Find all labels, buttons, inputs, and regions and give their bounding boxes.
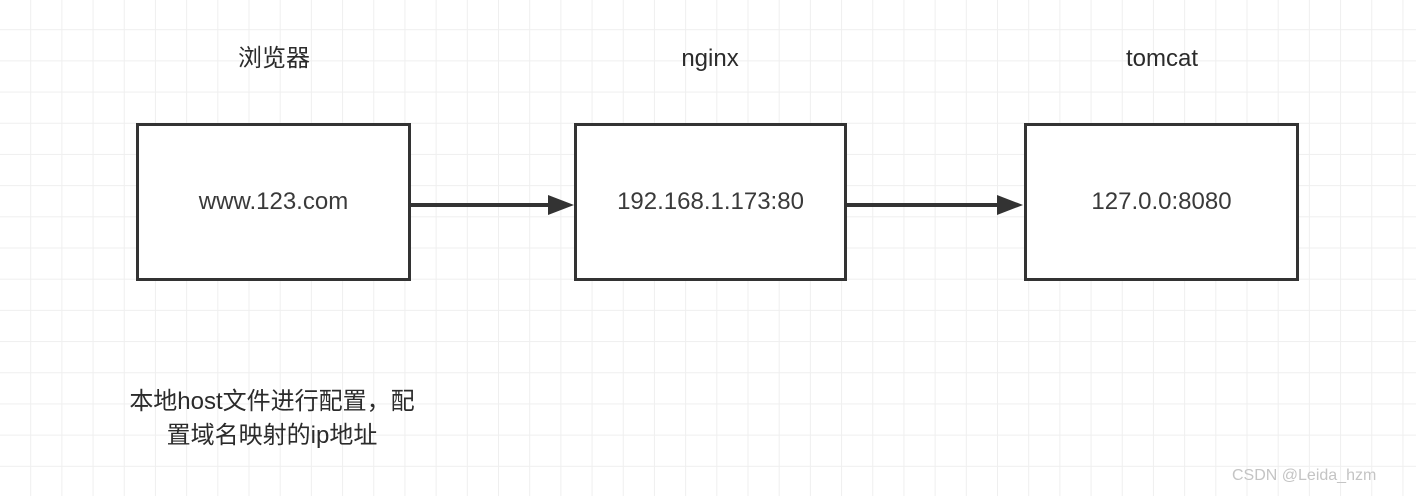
node-box-label-nginx: 192.168.1.173:80	[617, 188, 804, 215]
arrow-browser-to-nginx	[411, 195, 574, 215]
node-box-browser[interactable]: www.123.com	[136, 123, 411, 281]
caption-host-config: 本地host文件进行配置，配 置域名映射的ip地址	[113, 385, 431, 453]
node-box-label-browser: www.123.com	[198, 188, 349, 215]
node-title-browser: 浏览器	[238, 45, 310, 72]
node-box-label-tomcat: 127.0.0:8080	[1091, 188, 1232, 215]
node-box-nginx[interactable]: 192.168.1.173:80	[574, 123, 847, 281]
caption-line-2: 置域名映射的ip地址	[166, 422, 378, 449]
node-title-tomcat: tomcat	[1125, 45, 1199, 72]
node-box-tomcat[interactable]: 127.0.0:8080	[1024, 123, 1299, 281]
node-title-nginx: nginx	[681, 45, 739, 72]
arrow-nginx-to-tomcat	[847, 195, 1023, 215]
watermark: CSDN @Leida_hzm	[1232, 467, 1377, 484]
caption-line-1: 本地host文件进行配置，配	[129, 388, 415, 415]
